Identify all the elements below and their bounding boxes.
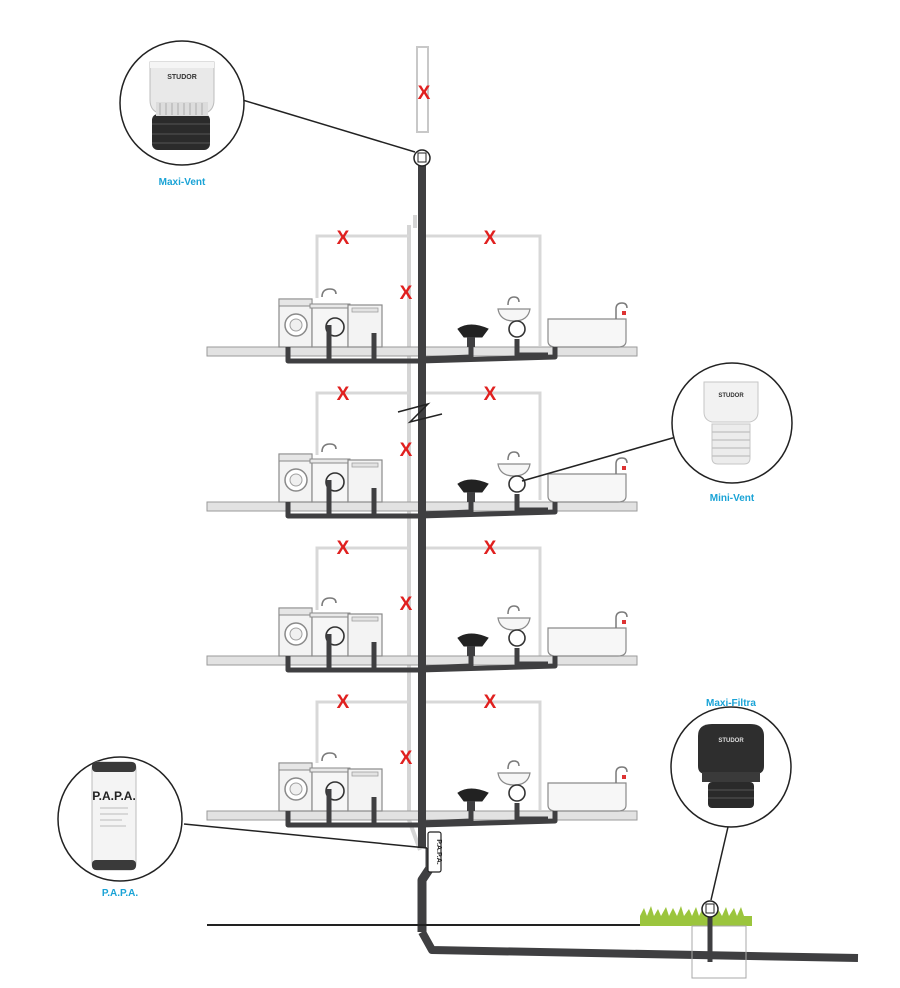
callout-leaders [183, 97, 732, 901]
x-mark: X [418, 83, 431, 104]
papa-attenuator-icon: P.A.P.A. [91, 761, 137, 871]
stack-break-symbol [397, 402, 443, 424]
removed-vent-x-marks: X X X X X X X X X X X X X [337, 83, 497, 769]
mini-vent-callout: STUDOR [671, 362, 793, 484]
maxi-vent-brand-text: STUDOR [167, 74, 197, 81]
main-soil-stack [417, 164, 859, 962]
maxi-filtra-label: Maxi-Filtra [705, 698, 756, 709]
maxi-filtra-brand-text: STUDOR [718, 738, 744, 744]
x-mark: X [484, 692, 497, 713]
removed-roof-vent-pipe [416, 46, 429, 133]
x-mark: X [484, 538, 497, 559]
x-mark: X [337, 538, 350, 559]
x-mark: X [337, 692, 350, 713]
x-mark: X [484, 228, 497, 249]
maxi-vent-marker-icon [413, 149, 431, 167]
papa-device-text: P.A.P.A. [435, 839, 442, 864]
maxi-filtra-callout: STUDOR [670, 706, 792, 828]
mini-vent-brand-text: STUDOR [718, 393, 744, 399]
x-mark: X [484, 384, 497, 405]
x-mark: X [400, 594, 413, 615]
x-mark: X [400, 440, 413, 461]
x-mark: X [400, 748, 413, 769]
maxi-vent-label: Maxi-Vent [158, 177, 206, 188]
maxi-filtra-marker-icon [701, 900, 719, 918]
x-mark: X [337, 228, 350, 249]
mini-vent-label: Mini-Vent [709, 493, 755, 504]
x-mark: X [337, 384, 350, 405]
maxi-filtra-valve-icon: STUDOR [698, 724, 764, 808]
maxi-vent-valve-icon: STUDOR [149, 61, 215, 150]
grass-patch [640, 906, 752, 926]
removed-branch-vents [315, 234, 542, 810]
x-mark: X [400, 283, 413, 304]
papa-callout: P.A.P.A. [57, 756, 183, 882]
papa-icon-text: P.A.P.A. [92, 789, 136, 803]
mini-vent-valve-icon: STUDOR [703, 381, 759, 465]
papa-device-marker: P.A.P.A. [427, 831, 442, 873]
papa-label: P.A.P.A. [101, 888, 139, 899]
soil-pit [691, 925, 747, 979]
maxi-vent-callout: STUDOR [119, 40, 245, 166]
